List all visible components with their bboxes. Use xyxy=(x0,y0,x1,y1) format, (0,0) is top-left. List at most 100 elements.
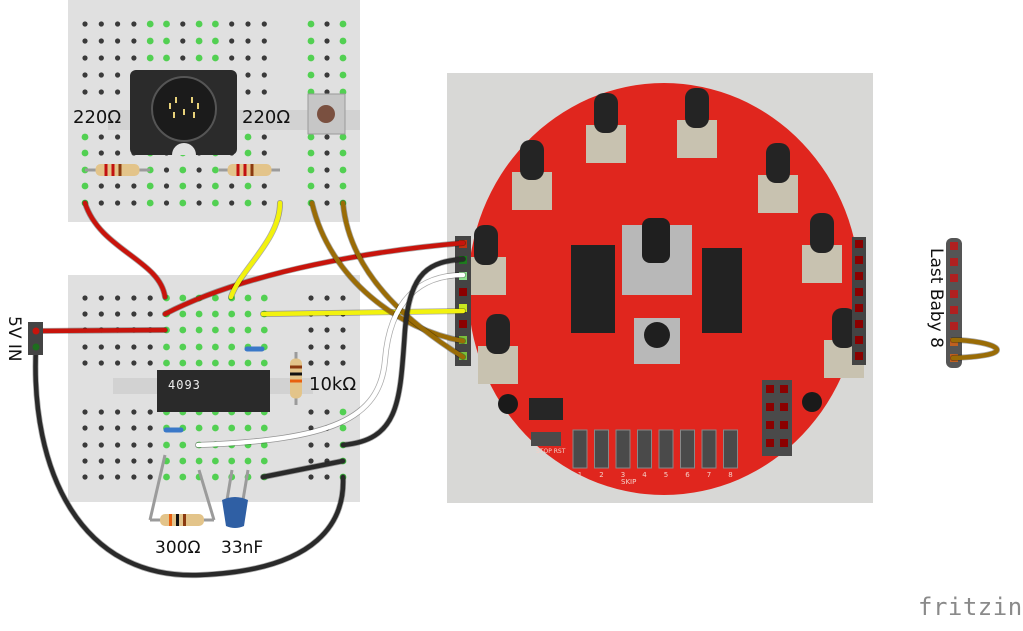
breadboard-hole[interactable] xyxy=(212,199,219,207)
output-header-pin[interactable] xyxy=(780,385,788,393)
breadboard-hole[interactable] xyxy=(228,457,236,465)
breadboard-hole[interactable] xyxy=(115,474,121,480)
output-header-pin[interactable] xyxy=(780,403,788,411)
breadboard-hole[interactable] xyxy=(179,457,187,465)
pcb-right-pin[interactable] xyxy=(855,240,863,248)
breadboard-hole[interactable] xyxy=(147,295,153,301)
breadboard-hole[interactable] xyxy=(115,72,121,78)
wire-white[interactable] xyxy=(195,272,466,448)
breadboard-hole[interactable] xyxy=(147,311,153,317)
breadboard-hole[interactable] xyxy=(308,409,314,415)
breadboard-hole[interactable] xyxy=(115,442,121,448)
breadboard-hole[interactable] xyxy=(163,441,170,449)
resistor-220-left[interactable] xyxy=(95,164,140,176)
breadboard-hole[interactable] xyxy=(82,38,88,44)
pcb-right-pin[interactable] xyxy=(855,272,863,280)
breadboard-hole[interactable] xyxy=(324,442,330,448)
breadboard-hole[interactable] xyxy=(195,457,203,465)
breadboard-hole[interactable] xyxy=(244,199,252,207)
rotary-encoder-knob[interactable] xyxy=(642,218,670,263)
breadboard-hole[interactable] xyxy=(324,360,330,366)
breadboard-hole[interactable] xyxy=(212,473,219,481)
breadboard-hole[interactable] xyxy=(340,360,346,366)
breadboard-hole[interactable] xyxy=(115,295,121,301)
breadboard-hole[interactable] xyxy=(131,295,137,301)
breadboard-hole[interactable] xyxy=(229,55,235,61)
breadboard-hole[interactable] xyxy=(131,344,137,350)
breadboard-hole[interactable] xyxy=(324,134,330,140)
breadboard-hole[interactable] xyxy=(228,310,236,318)
breadboard-hole[interactable] xyxy=(115,150,121,156)
wire-yellow-top[interactable] xyxy=(228,200,283,300)
breadboard-hole[interactable] xyxy=(82,55,88,61)
breadboard-hole[interactable] xyxy=(339,182,347,190)
breadboard-hole[interactable] xyxy=(324,295,330,301)
breadboard-hole[interactable] xyxy=(308,458,314,464)
breadboard-hole[interactable] xyxy=(81,133,89,141)
breadboard-hole[interactable] xyxy=(228,359,236,367)
breadboard-hole[interactable] xyxy=(131,200,137,206)
output-header-pin[interactable] xyxy=(766,403,774,411)
breadboard-hole[interactable] xyxy=(261,200,267,206)
breadboard-hole[interactable] xyxy=(98,72,104,78)
output-header-pin[interactable] xyxy=(780,421,788,429)
breadboard-hole[interactable] xyxy=(195,326,203,334)
breadboard-hole[interactable] xyxy=(131,38,137,44)
breadboard-hole[interactable] xyxy=(261,72,267,78)
breadboard-hole[interactable] xyxy=(212,457,219,465)
breadboard-hole[interactable] xyxy=(115,458,121,464)
breadboard-hole[interactable] xyxy=(244,310,252,318)
breadboard-hole[interactable] xyxy=(147,442,153,448)
breadboard-hole[interactable] xyxy=(261,38,267,44)
breadboard-hole[interactable] xyxy=(81,149,89,157)
breadboard-hole[interactable] xyxy=(147,360,153,366)
pcb-right-pin[interactable] xyxy=(855,336,863,344)
wire-brown-1[interactable] xyxy=(309,200,466,344)
breadboard-hole[interactable] xyxy=(340,295,346,301)
skip-switch[interactable] xyxy=(572,429,588,469)
pcb-input-pin[interactable] xyxy=(459,288,467,296)
breadboard-hole[interactable] xyxy=(245,72,251,78)
pcb-right-pin[interactable] xyxy=(855,288,863,296)
breadboard-hole[interactable] xyxy=(179,473,187,481)
breadboard-hole[interactable] xyxy=(339,37,347,45)
center-pot-knob[interactable] xyxy=(644,322,670,348)
breadboard-hole[interactable] xyxy=(115,409,121,415)
breadboard-hole[interactable] xyxy=(324,38,330,44)
breadboard-hole[interactable] xyxy=(228,326,236,334)
breadboard-hole[interactable] xyxy=(115,360,121,366)
breadboard-hole[interactable] xyxy=(324,167,330,173)
breadboard-hole[interactable] xyxy=(146,37,154,45)
output-header-pin[interactable] xyxy=(766,385,774,393)
skip-switch[interactable] xyxy=(701,429,717,469)
breadboard-hole[interactable] xyxy=(131,458,137,464)
breadboard-hole[interactable] xyxy=(307,166,315,174)
breadboard-hole[interactable] xyxy=(82,474,88,480)
pcb-input-header[interactable] xyxy=(455,236,471,366)
breadboard-hole[interactable] xyxy=(115,21,121,27)
breadboard-hole[interactable] xyxy=(339,424,347,432)
power-pin-5v[interactable] xyxy=(32,327,40,335)
breadboard-hole[interactable] xyxy=(324,150,330,156)
breadboard-hole[interactable] xyxy=(195,424,203,432)
breadboard-hole[interactable] xyxy=(179,199,187,207)
wire-black-gnd[interactable] xyxy=(33,344,346,578)
breadboard-hole[interactable] xyxy=(260,424,268,432)
skip-switch[interactable] xyxy=(680,429,695,469)
breadboard-hole[interactable] xyxy=(146,182,154,190)
breadboard-hole[interactable] xyxy=(81,182,89,190)
breadboard-hole[interactable] xyxy=(261,89,267,95)
output-header-pin[interactable] xyxy=(780,439,788,447)
breadboard-hole[interactable] xyxy=(212,326,219,334)
breadboard-hole[interactable] xyxy=(195,343,203,351)
breadboard-hole[interactable] xyxy=(179,441,187,449)
breadboard-hole[interactable] xyxy=(98,360,104,366)
breadboard-hole[interactable] xyxy=(146,199,154,207)
breadboard-hole[interactable] xyxy=(131,311,137,317)
breadboard-hole[interactable] xyxy=(307,71,315,79)
breadboard-hole[interactable] xyxy=(339,166,347,174)
potentiometer-knob[interactable] xyxy=(520,140,544,180)
ic-4017[interactable] xyxy=(571,245,615,333)
potentiometer-knob[interactable] xyxy=(486,314,510,354)
stop-rst-switch[interactable] xyxy=(531,432,561,446)
